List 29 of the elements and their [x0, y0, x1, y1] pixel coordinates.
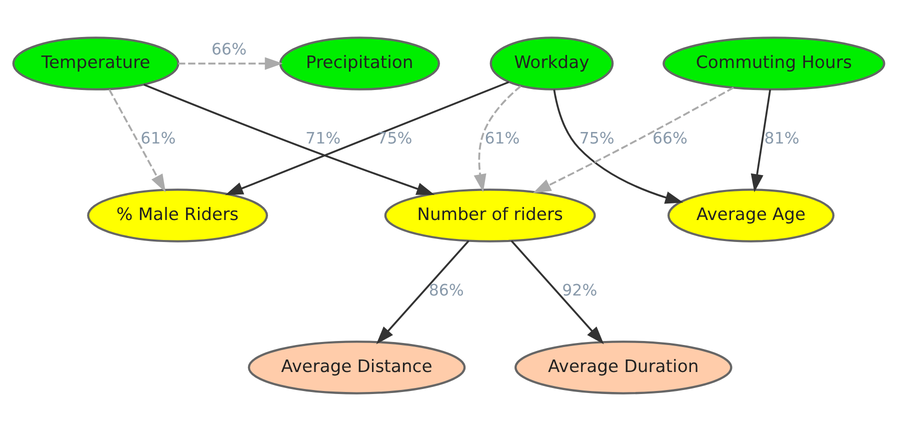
arrow — [225, 80, 510, 195]
edge-label: 75% — [377, 128, 412, 148]
edge-label: 92% — [562, 280, 598, 299]
edge-label: 61% — [140, 128, 176, 148]
arrow — [750, 88, 772, 192]
edge-label: 86% — [428, 280, 464, 299]
node-ellipse: Commuting Hours — [662, 36, 886, 90]
edge-label: 81% — [764, 128, 800, 148]
arrow — [376, 240, 470, 344]
arrow — [108, 88, 166, 192]
edge-label: 66% — [212, 39, 247, 58]
arrow — [474, 85, 522, 192]
node-ellipse: Average Duration — [514, 340, 732, 394]
arrow — [510, 240, 604, 344]
arrow — [532, 86, 734, 193]
node-ellipse: % Male Riders — [87, 188, 268, 242]
node-ellipse: Workday — [490, 36, 614, 90]
edge-label: 61% — [484, 128, 520, 148]
node-ellipse: Number of riders — [384, 188, 596, 242]
node-ellipse: Temperature — [12, 36, 180, 90]
node-ellipse: Average Age — [667, 188, 834, 242]
edge-label: 75% — [579, 128, 614, 148]
edge-label: 66% — [652, 128, 688, 148]
arrow — [553, 89, 684, 204]
arrow — [144, 83, 435, 194]
node-ellipse: Average Distance — [248, 340, 466, 394]
arrow — [178, 56, 283, 70]
edge-label: 71% — [306, 128, 341, 148]
node-ellipse: Precipitation — [279, 36, 440, 90]
